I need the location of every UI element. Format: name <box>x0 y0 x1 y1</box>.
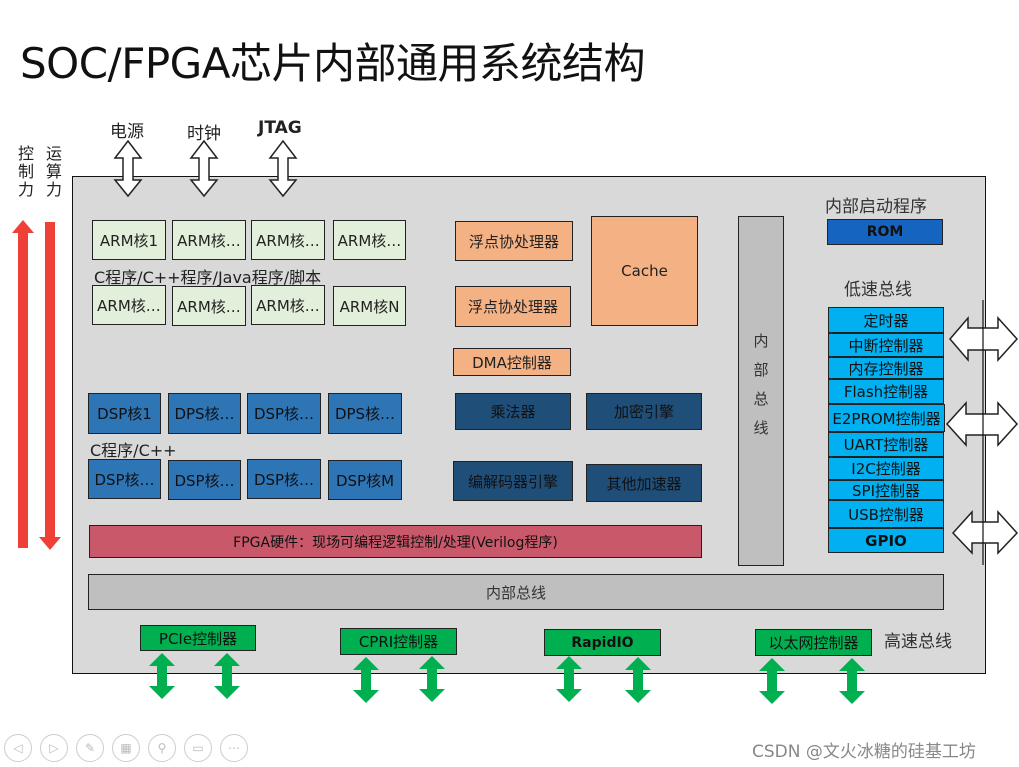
clock-label: 时钟 <box>187 124 221 144</box>
subtitle-icon[interactable]: ▭ <box>184 734 212 762</box>
ethernet-controller: 以太网控制器 <box>755 629 872 656</box>
memory-controller: 内存控制器 <box>828 357 944 379</box>
interrupt-controller: 中断控制器 <box>828 333 944 357</box>
dsp-core: DPS核… <box>168 393 241 434</box>
multiplier-block: 乘法器 <box>455 393 571 430</box>
low-speed-arrow-icon <box>945 401 1019 447</box>
pen-icon[interactable]: ✎ <box>76 734 104 762</box>
arm-core: ARM核… <box>251 220 325 260</box>
i2c-controller: I2C控制器 <box>828 457 944 480</box>
power-label: 电源 <box>110 122 144 142</box>
arm-core: ARM核N <box>333 286 406 326</box>
internal-bus-vertical-label: 内部总线 <box>751 333 770 449</box>
dsp-core: DSP核M <box>328 460 402 500</box>
previous-icon[interactable]: ◁ <box>4 734 32 762</box>
dsp-core: DSP核1 <box>88 393 161 434</box>
rom-block: ROM <box>827 219 943 245</box>
jtag-label: JTAG <box>258 118 302 138</box>
dsp-program-caption: C程序/C++ <box>90 441 177 460</box>
low-speed-bus-label: 低速总线 <box>844 280 912 300</box>
boot-label: 内部启动程序 <box>825 197 927 217</box>
usb-controller: USB控制器 <box>828 500 944 528</box>
cache-block: Cache <box>591 216 698 326</box>
watermark: CSDN @文火冰糖的硅基工坊 <box>752 742 976 762</box>
spi-controller: SPI控制器 <box>828 480 944 500</box>
cpri-arrow-icon <box>419 656 445 702</box>
dsp-core: DPS核… <box>328 393 402 434</box>
compute-power-label: 运算力 <box>43 145 62 199</box>
fpu-coprocessor: 浮点协处理器 <box>455 286 571 327</box>
pcie-arrow-icon <box>149 653 175 699</box>
pcie-arrow-icon <box>214 653 240 699</box>
dsp-core: DSP核… <box>168 460 241 500</box>
control-power-label: 控制力 <box>15 145 34 199</box>
cpri-arrow-icon <box>353 657 379 703</box>
codec-engine: 编解码器引擎 <box>453 461 573 501</box>
pcie-controller: PCIe控制器 <box>140 625 256 651</box>
other-accelerator: 其他加速器 <box>586 464 702 502</box>
fpga-fabric: FPGA硬件：现场可编程逻辑控制/处理(Verilog程序) <box>89 525 702 558</box>
ethernet-arrow-icon <box>839 658 865 704</box>
slides-icon[interactable]: ▦ <box>112 734 140 762</box>
gpio-block: GPIO <box>828 528 944 553</box>
jtag-arrow-icon <box>268 139 298 198</box>
next-icon[interactable]: ▷ <box>40 734 68 762</box>
clock-arrow-icon <box>189 139 219 198</box>
dma-controller: DMA控制器 <box>453 348 571 376</box>
dsp-core: DSP核… <box>247 459 321 499</box>
page-title: SOC/FPGA芯片内部通用系统结构 <box>20 39 645 88</box>
arm-core: ARM核1 <box>92 220 166 260</box>
rapidio-controller: RapidIO <box>544 629 661 656</box>
low-speed-arrow-icon <box>951 510 1019 555</box>
e2prom-controller: E2PROM控制器 <box>828 404 945 432</box>
control-up-arrow-icon <box>12 220 34 548</box>
arm-core: ARM核… <box>251 285 325 325</box>
internal-bus-horizontal: 内部总线 <box>88 574 944 610</box>
arm-core: ARM核… <box>92 285 166 325</box>
power-arrow-icon <box>113 139 143 198</box>
arm-core: ARM核… <box>172 220 246 260</box>
arm-core: ARM核… <box>333 220 406 260</box>
more-icon[interactable]: ⋯ <box>220 734 248 762</box>
arm-core: ARM核… <box>172 286 246 326</box>
rapidio-arrow-icon <box>625 657 651 703</box>
cpri-controller: CPRI控制器 <box>340 628 457 655</box>
high-speed-bus-label: 高速总线 <box>884 632 952 652</box>
fpu-coprocessor: 浮点协处理器 <box>455 221 573 261</box>
zoom-icon[interactable]: ⚲ <box>148 734 176 762</box>
arm-program-caption: C程序/C++程序/Java程序/脚本 <box>94 268 322 287</box>
rapidio-arrow-icon <box>556 656 582 702</box>
slideshow-toolbar: ◁ ▷ ✎ ▦ ⚲ ▭ ⋯ <box>4 734 248 762</box>
timer-block: 定时器 <box>828 307 944 333</box>
uart-controller: UART控制器 <box>828 432 944 457</box>
compute-down-arrow-icon <box>39 222 61 550</box>
crypto-engine: 加密引擎 <box>586 393 702 430</box>
flash-controller: Flash控制器 <box>828 379 944 404</box>
internal-bus-vertical: 内部总线 <box>738 216 784 566</box>
dsp-core: DSP核… <box>247 393 321 434</box>
dsp-core: DSP核… <box>88 459 161 499</box>
ethernet-arrow-icon <box>759 658 785 704</box>
